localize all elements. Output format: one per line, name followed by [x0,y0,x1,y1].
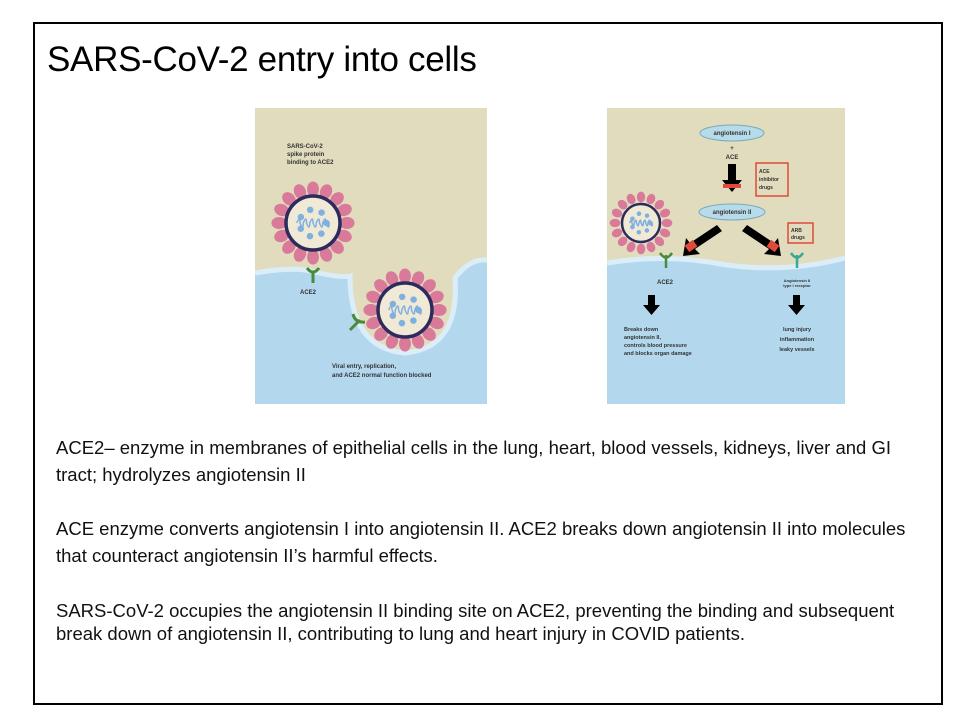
caption-bottom-2: and ACE2 normal function blocked [332,373,432,379]
slide-title: SARS-CoV-2 entry into cells [47,40,477,79]
ace-inhibitor-text: inhibitor [759,177,779,183]
angiotensin-2-node [698,203,766,221]
paragraph-sars-binding: SARS-CoV-2 occupies the angiotensin II b… [56,600,895,644]
ace2-label: ACE2 [657,280,674,286]
arrow-down-icon [643,295,660,315]
slide-frame [33,22,943,705]
receptor-label: Angiotensin II [784,278,810,283]
caption-bottom-1: Viral entry, replication, [332,364,396,370]
virus-entry-illustration: SARS-CoV-2 spike protein binding to ACE2… [255,108,487,404]
right-outcome: leaky vessels [779,347,814,353]
plus-sign: + [730,146,734,152]
paragraph-ace2-definition: ACE2– enzyme in membranes of epithelial … [56,437,891,485]
ace-inhibitor-text: drugs [759,185,773,191]
virus-particle-entering [363,268,447,352]
block-mark-icon [766,239,780,253]
ace-label: ACE [726,155,739,161]
left-outcome: and blocks organ damage [624,351,692,357]
angiotensin-2-label: angiotensin II [713,210,752,216]
caption-top-2: spike protein [287,152,325,158]
ace2-receptor-icon [348,313,366,332]
arb-box [787,222,814,244]
virus-particle [609,191,673,255]
left-outcome: controls blood pressure [624,343,687,349]
caption-top-1: SARS-CoV-2 [287,144,323,150]
block-mark-icon [684,239,698,253]
left-outcome: Breaks down [624,327,659,333]
arrow-down-icon [788,295,805,315]
ace2-receptor-icon [658,252,674,268]
caption-top-3: binding to ACE2 [287,160,334,166]
arb-text: ARB [791,228,802,234]
at1-receptor-icon [789,252,805,268]
block-mark-icon [723,184,741,188]
right-outcome: inflammation [780,337,815,343]
ace-inhibitor-box [755,162,789,197]
renin-angiotensin-diagram: angiotensin I + ACE ACE inhibitor drugs … [607,108,845,404]
left-outcome: angiotensin II, [624,335,661,341]
ace2-label: ACE2 [300,290,317,296]
arb-text: drugs [791,235,805,241]
angiotensin-1-node [699,124,765,142]
paragraph-ace-conversion: ACE enzyme converts angiotensin I into a… [56,518,906,566]
right-outcome: lung injury [783,327,812,333]
virus-particle [271,181,355,265]
ace2-receptor-icon [305,267,321,283]
angiotensin-1-label: angiotensin I [713,131,750,137]
receptor-label: type I receptor [783,283,811,288]
ace-inhibitor-text: ACE [759,169,770,175]
